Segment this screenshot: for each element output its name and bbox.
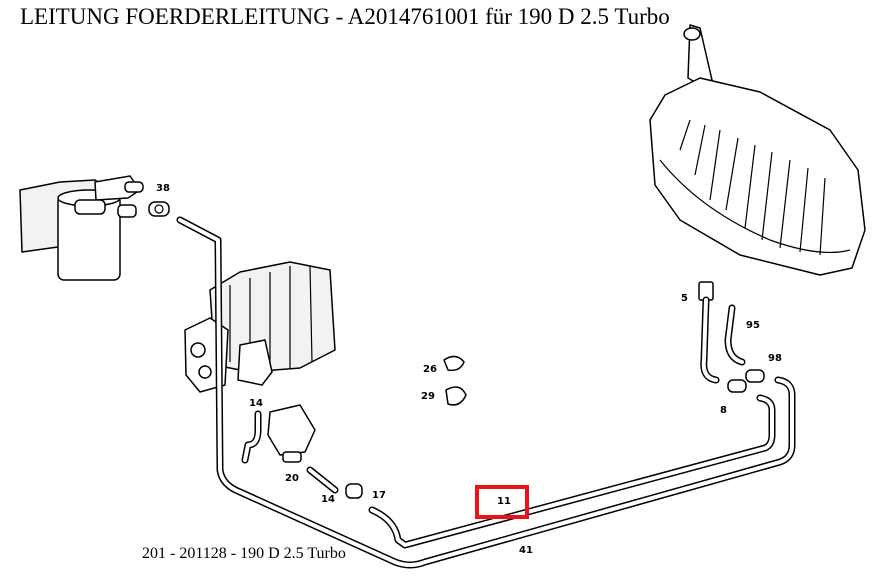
diagram-footer: 201 - 201128 - 190 D 2.5 Turbo — [142, 545, 346, 562]
label-part-29[interactable]: 29 — [421, 391, 435, 402]
part-26-clip — [443, 355, 465, 372]
label-part-14-lower[interactable]: 14 — [321, 494, 335, 505]
label-part-17[interactable]: 17 — [372, 490, 386, 501]
part-98-clamps — [727, 369, 765, 393]
label-part-8[interactable]: 8 — [720, 405, 727, 416]
part-38-clamp — [148, 201, 170, 217]
label-part-41[interactable]: 41 — [519, 545, 533, 556]
highlight-box — [475, 485, 529, 519]
fuel-tank-drawing — [649, 24, 866, 276]
label-part-5[interactable]: 5 — [681, 293, 688, 304]
label-part-26[interactable]: 26 — [423, 364, 437, 375]
label-part-38[interactable]: 38 — [156, 183, 170, 194]
label-part-14-upper[interactable]: 14 — [249, 398, 263, 409]
diagram-title: LEITUNG FOERDERLEITUNG - A2014761001 für… — [20, 4, 670, 29]
label-part-20[interactable]: 20 — [285, 473, 299, 484]
label-part-95[interactable]: 95 — [746, 320, 760, 331]
fuel-filter-drawing — [19, 175, 144, 281]
highlighted-part-11[interactable]: 11 — [475, 485, 529, 519]
part-14-hose-lower — [306, 466, 339, 494]
injection-pump-drawing — [184, 261, 336, 393]
part-29-clip — [445, 386, 467, 406]
part-17-clamp — [345, 483, 363, 499]
part-14-hose-upper — [241, 404, 316, 464]
label-part-11[interactable]: 11 — [497, 496, 511, 507]
label-part-98[interactable]: 98 — [768, 353, 782, 364]
